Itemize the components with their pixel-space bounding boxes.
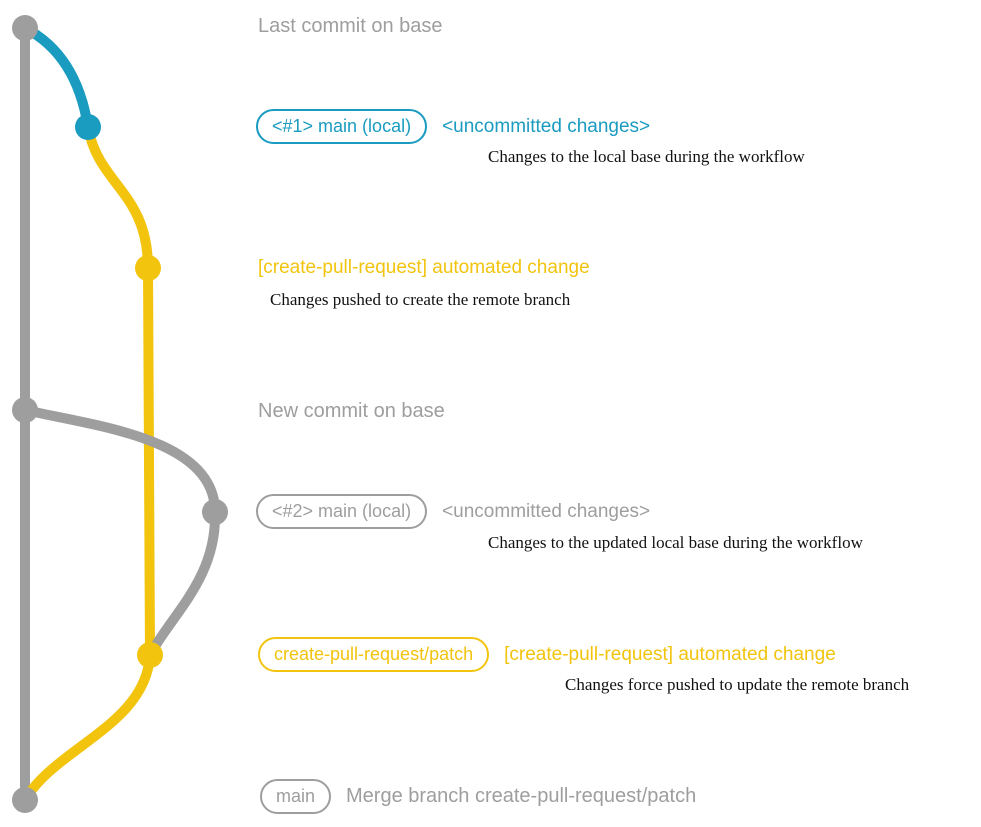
last-commit-label: Last commit on base: [258, 15, 443, 37]
patch-row: create-pull-request/patch [create-pull-r…: [258, 637, 836, 672]
main2-row: <#2> main (local) <uncommitted changes>: [256, 494, 650, 529]
cpr1-title: [create-pull-request] automated change: [258, 257, 590, 278]
merge-row: main Merge branch create-pull-request/pa…: [260, 779, 696, 814]
git-graph: [12, 15, 228, 813]
commit-dot-patch-2: [137, 642, 163, 668]
commit-dot-patch-1: [135, 255, 161, 281]
patch-merge-line: [20, 650, 155, 805]
commit-dot-main-1: [75, 114, 101, 140]
patch-branch-line: [83, 122, 155, 660]
commit-dot-main-2: [202, 499, 228, 525]
commit-dot-last-base: [12, 15, 38, 41]
main2-status: <uncommitted changes>: [442, 500, 651, 522]
merge-commit-label: Merge branch create-pull-request/patch: [346, 785, 697, 807]
main-branch-pill: main: [260, 779, 332, 814]
patch-branch-pill: create-pull-request/patch: [258, 637, 490, 672]
patch-title: [create-pull-request] automated change: [504, 643, 836, 665]
cpr1-desc: Changes pushed to create the remote bran…: [270, 290, 571, 309]
new-commit-label: New commit on base: [258, 400, 445, 422]
local-main-1-branch-line: [20, 23, 93, 132]
main1-status: <uncommitted changes>: [442, 115, 651, 137]
commit-dot-merge: [12, 787, 38, 813]
commit-dot-new-base: [12, 397, 38, 423]
main1-desc: Changes to the local base during the wor…: [488, 147, 805, 166]
local-main-2-branch-line: [20, 405, 221, 660]
main1-row: <#1> main (local) <uncommitted changes>: [256, 109, 650, 144]
main2-branch-pill: <#2> main (local): [256, 494, 428, 529]
patch-desc: Changes force pushed to update the remot…: [565, 675, 910, 694]
main1-branch-pill: <#1> main (local): [256, 109, 428, 144]
main2-desc: Changes to the updated local base during…: [488, 533, 863, 552]
